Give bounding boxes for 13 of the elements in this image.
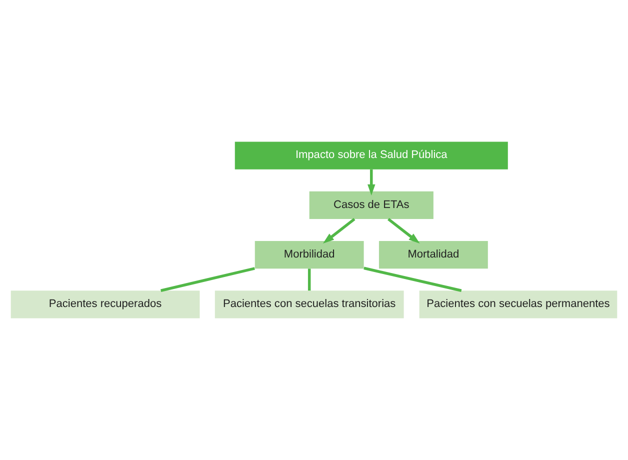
node-box: Morbilidad <box>254 241 364 269</box>
connector <box>160 267 255 292</box>
arrow <box>388 218 420 244</box>
node-box: Impacto sobre la Salud Pública <box>234 142 508 170</box>
node-box: Pacientes con secuelas transitorias <box>214 290 404 318</box>
arrow <box>322 218 356 244</box>
connector <box>364 266 462 292</box>
node-box: Mortalidad <box>378 241 488 269</box>
node-box: Casos de ETAs <box>309 191 434 219</box>
connector <box>308 268 311 291</box>
node-box: Pacientes recuperados <box>10 290 200 318</box>
node-box: Pacientes con secuelas permanentes <box>419 290 618 318</box>
arrow <box>368 169 376 196</box>
